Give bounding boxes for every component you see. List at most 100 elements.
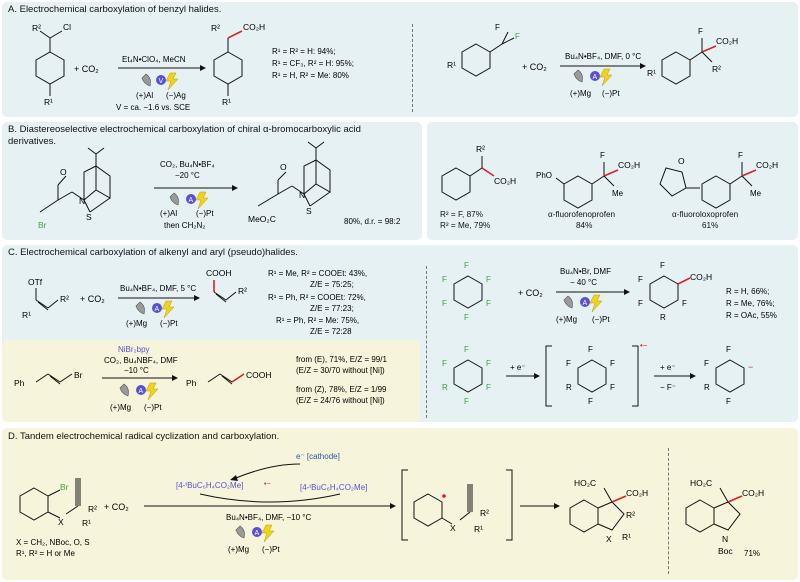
svg-text:COOH: COOH bbox=[206, 268, 232, 278]
svg-text:R = Me, 76%;: R = Me, 76%; bbox=[726, 299, 775, 308]
yield-d: 71% bbox=[744, 549, 760, 558]
svg-text:R: R bbox=[442, 383, 448, 392]
svg-text:(+)Mg: (+)Mg bbox=[228, 545, 249, 554]
svg-text:(−)Pt: (−)Pt bbox=[160, 319, 178, 328]
svg-text:F: F bbox=[515, 32, 520, 41]
benzyl-halide-ring bbox=[35, 30, 65, 96]
mediator-2: [4-ᵗBuC₆H₄CO₂Me] bbox=[300, 483, 367, 492]
svg-text:from (Z), 78%, E/Z = 1/99: from (Z), 78%, E/Z = 1/99 bbox=[296, 385, 387, 394]
svg-text:CO₂H: CO₂H bbox=[690, 272, 712, 282]
panel-b-title: B. Diastereoselective electrochemical ca… bbox=[8, 124, 361, 135]
svg-text:•−: •− bbox=[640, 341, 648, 350]
yield-a1: R¹ = R² = H: 94%; bbox=[272, 47, 336, 56]
svg-text:Boc: Boc bbox=[718, 546, 733, 556]
svg-text:Bu₄N•BF₄, DMF, 0 °C: Bu₄N•BF₄, DMF, 0 °C bbox=[565, 52, 641, 61]
svg-text:− F⁻: − F⁻ bbox=[660, 383, 676, 392]
svg-text:(E/Z = 24/76 without [Ni]): (E/Z = 24/76 without [Ni]) bbox=[296, 396, 385, 405]
svg-text:R¹: R¹ bbox=[622, 532, 631, 542]
svg-text:OTf: OTf bbox=[28, 277, 43, 287]
svg-text:F: F bbox=[600, 151, 605, 160]
sub-r1: R¹ bbox=[44, 97, 53, 107]
svg-text:+ CO₂: + CO₂ bbox=[80, 294, 105, 304]
svg-text:R²: R² bbox=[476, 144, 485, 154]
svg-text:F: F bbox=[726, 345, 731, 354]
svg-text:F: F bbox=[682, 299, 687, 308]
svg-text:F: F bbox=[726, 397, 731, 406]
svg-text:Br: Br bbox=[38, 220, 47, 230]
svg-text:A: A bbox=[255, 530, 260, 537]
svg-text:F: F bbox=[486, 359, 491, 368]
product-ring-a2 bbox=[661, 38, 717, 85]
svg-text:Bu₄N•Br, DMF: Bu₄N•Br, DMF bbox=[560, 267, 611, 276]
ex2-label1: α-fluorofenoprofen bbox=[548, 210, 616, 219]
panel-c-scheme: OTf R¹ R² + CO₂ Bu₄N•BF₄, DMF, 5 °C A (+… bbox=[14, 261, 777, 412]
circled-A-icon bbox=[590, 71, 600, 81]
svg-text:R²: R² bbox=[60, 294, 69, 304]
svg-text:A: A bbox=[189, 197, 194, 204]
product-d bbox=[569, 487, 627, 533]
svg-text:F: F bbox=[442, 275, 447, 284]
product-b bbox=[257, 141, 331, 207]
svg-text:F: F bbox=[566, 359, 571, 368]
example-2 bbox=[555, 162, 619, 209]
potential: V = ca. −1.6 vs. SCE bbox=[116, 103, 190, 112]
svg-text:CO₂H: CO₂H bbox=[626, 488, 648, 498]
svg-text:R¹: R¹ bbox=[647, 68, 656, 78]
svg-text:Ph: Ph bbox=[186, 378, 197, 388]
svg-text:R: R bbox=[704, 383, 710, 392]
svg-text:(+)Al: (+)Al bbox=[160, 209, 177, 218]
panel-a-divider bbox=[412, 24, 413, 112]
svg-text:R¹: R¹ bbox=[447, 60, 456, 70]
plus-co2: + CO₂ bbox=[74, 64, 99, 74]
panel-b-examples bbox=[427, 122, 798, 240]
svg-text:(−)Pt: (−)Pt bbox=[196, 209, 214, 218]
circled-V-icon bbox=[156, 75, 166, 85]
svg-text:R¹: R¹ bbox=[222, 97, 231, 107]
panel-d bbox=[2, 428, 798, 580]
svg-text:(+)Mg: (+)Mg bbox=[110, 403, 131, 412]
panel-a-title: A. Electrochemical carboxylation of benz… bbox=[8, 4, 222, 15]
panel-c-nickel bbox=[2, 340, 420, 422]
svg-text:F: F bbox=[588, 345, 593, 354]
example-3 bbox=[659, 162, 757, 209]
cathode-note: e⁻ [cathode] bbox=[296, 452, 340, 461]
svg-text:COOH: COOH bbox=[246, 370, 272, 380]
svg-text:F: F bbox=[464, 313, 469, 322]
svg-text:O: O bbox=[60, 167, 67, 177]
svg-text:F: F bbox=[486, 383, 491, 392]
svg-text:F: F bbox=[610, 383, 615, 392]
svg-text:PhO: PhO bbox=[536, 171, 552, 180]
panel-c-title: C. Electrochemical carboxylation of alke… bbox=[8, 247, 298, 258]
svg-text:CO₂, Bu₄NBF₄, DMF: CO₂, Bu₄NBF₄, DMF bbox=[104, 356, 178, 365]
svg-text:−20 °C: −20 °C bbox=[175, 171, 200, 180]
svg-text:CO₂H: CO₂H bbox=[618, 160, 640, 170]
svg-text:NiBr₂bpy: NiBr₂bpy bbox=[118, 345, 150, 354]
svg-text:X = CH₂, NBoc, O, S: X = CH₂, NBoc, O, S bbox=[16, 538, 90, 547]
svg-text:F: F bbox=[638, 299, 643, 308]
svg-text:Bu₄N•BF₄, DMF, 5 °C: Bu₄N•BF₄, DMF, 5 °C bbox=[120, 284, 196, 293]
svg-text:(−)Pt: (−)Pt bbox=[602, 89, 620, 98]
panel-d-divider bbox=[668, 448, 669, 574]
svg-text:Me: Me bbox=[612, 189, 624, 198]
svg-text:CO₂H: CO₂H bbox=[742, 488, 764, 498]
svg-text:F: F bbox=[660, 261, 665, 270]
svg-text:R = H, 66%;: R = H, 66%; bbox=[726, 287, 769, 296]
mediator-1: [4-ᵗBuC₆H₄CO₂Me] bbox=[176, 481, 243, 490]
svg-text:(+)Mg: (+)Mg bbox=[556, 315, 577, 324]
svg-text:R²: R² bbox=[626, 510, 635, 520]
svg-text:F: F bbox=[638, 275, 643, 284]
svg-text:(E/Z = 30/70 without [Ni]): (E/Z = 30/70 without [Ni]) bbox=[296, 366, 385, 375]
svg-text:R²: R² bbox=[211, 23, 220, 33]
ex1-label1: R² = F, 87% bbox=[440, 210, 483, 219]
svg-text:N: N bbox=[299, 190, 305, 200]
svg-text:F: F bbox=[495, 23, 500, 32]
anode-a: (+)Al bbox=[136, 91, 153, 100]
svg-text:Ph: Ph bbox=[14, 378, 25, 388]
svg-text:F: F bbox=[486, 299, 491, 308]
svg-text:−: − bbox=[748, 362, 753, 372]
svg-text:CO₂H: CO₂H bbox=[716, 36, 738, 46]
difluoro-ring bbox=[461, 31, 515, 77]
svg-text:CO₂H: CO₂H bbox=[756, 160, 778, 170]
svg-text:X: X bbox=[58, 517, 64, 527]
svg-text:CO₂, Bu₄N•BF₄: CO₂, Bu₄N•BF₄ bbox=[160, 160, 215, 169]
